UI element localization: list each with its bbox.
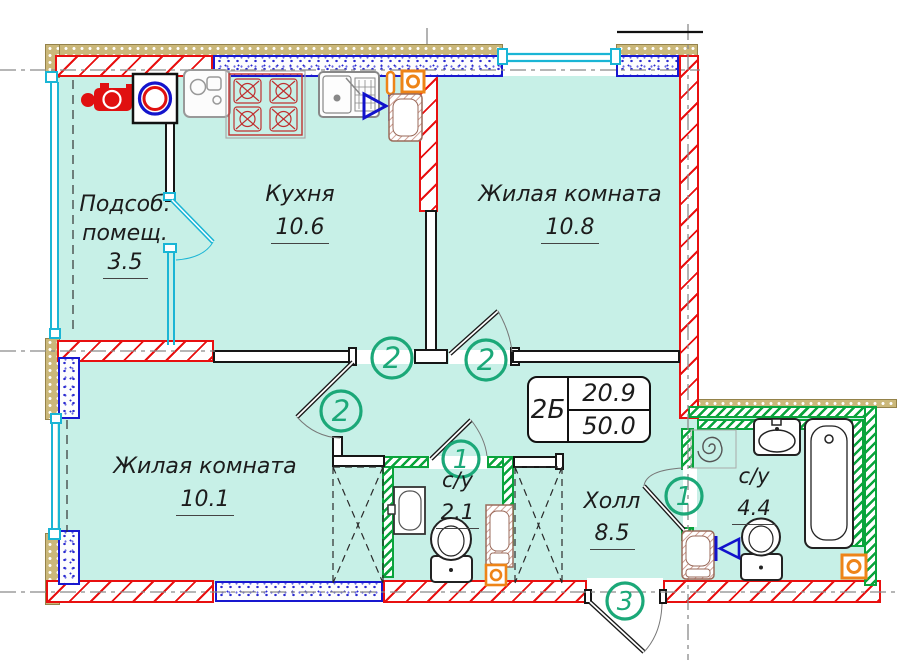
bathtub-icon: [804, 418, 854, 549]
exterior-wall: [616, 44, 698, 58]
wall-blue: [215, 581, 383, 602]
room-name: с/у: [441, 468, 474, 492]
window: [45, 71, 61, 339]
axis-lines: [0, 24, 899, 660]
vent-shaft-icon: [131, 72, 179, 125]
unit-type: 2Б: [530, 394, 566, 425]
door-tag-label: 1: [676, 482, 693, 512]
door-tag-label: 3: [617, 587, 634, 617]
kitchen-sink-icon: [318, 71, 380, 118]
washing-machine-icon: [388, 93, 423, 142]
unit-areas: 20.9 50.0: [567, 378, 649, 441]
wall-red: [679, 55, 699, 419]
door-tag-label: 1: [453, 445, 470, 475]
unit-living-area: 20.9: [569, 378, 649, 411]
wall-green: [382, 456, 429, 468]
room-area: 10.1: [175, 485, 235, 516]
wash-basin-icon: [387, 486, 426, 535]
door-leaf: [295, 360, 355, 439]
door-leaf: [429, 418, 488, 461]
room-name: с/у: [738, 464, 770, 488]
exterior-wall: [45, 338, 60, 420]
wall-green: [688, 406, 877, 418]
door-tag: [319, 336, 704, 621]
tv-outlet-icon: [714, 536, 741, 561]
room-name: Холл: [583, 489, 641, 514]
wall-black: [512, 350, 680, 363]
wall-black: [414, 349, 448, 364]
fridge-icon: [183, 69, 231, 118]
apartment-interior: [57, 57, 680, 584]
room-area: 8.5: [589, 519, 635, 550]
door-leaf: [642, 467, 686, 532]
door-leaf: [448, 309, 513, 356]
room-label-kitchen: Кухня 10.6: [245, 180, 355, 244]
room-label-hall: Холл 8.5: [572, 487, 652, 550]
room-name: помещ.: [82, 221, 168, 246]
wall-blue: [58, 530, 80, 585]
wall-red: [55, 55, 213, 77]
door-tag-label: 2: [383, 341, 401, 375]
window: [497, 48, 621, 65]
room-area: 2.1: [435, 498, 480, 529]
door-leaf-utility: [170, 198, 215, 261]
room-name: Жилая комната: [113, 454, 297, 479]
room-label-wc-small: с/у 2.1: [420, 466, 495, 529]
left-dashed-lines: [66, 80, 74, 532]
unit-total-area: 50.0: [582, 411, 636, 440]
entrance-door-leaf: [588, 600, 663, 654]
window: [48, 413, 62, 540]
vent-grille-icon: [385, 69, 426, 96]
wall-black: [659, 589, 667, 604]
wash-basin-icon: [753, 418, 801, 456]
fan-spiral-icon: [690, 429, 737, 469]
wardrobe-dashed: [332, 466, 563, 584]
room-label-living-a: Жилая комната 10.8: [470, 180, 670, 244]
room-area: 10.6: [270, 213, 330, 244]
wall-black: [332, 455, 385, 467]
wall-green: [864, 406, 877, 586]
room-name: Кухня: [265, 182, 335, 207]
room-name: Подсоб.: [79, 192, 171, 217]
wall-black: [584, 589, 592, 604]
room-area: 3.5: [102, 248, 148, 279]
wall-blue: [58, 357, 80, 419]
room-area: 10.8: [540, 213, 600, 244]
room-label-living-b: Жилая комната 10.1: [105, 452, 305, 516]
unit-info-table: 2Б 20.9 50.0: [527, 376, 651, 443]
cyan-partition: [163, 192, 177, 345]
stove-icon: [225, 70, 306, 139]
wall-green: [851, 419, 864, 547]
room-label-wc-large: с/у 4.4: [718, 462, 790, 525]
room-label-utility: Подсоб. помещ. 3.5: [70, 190, 180, 279]
door-tag-label: 2: [477, 343, 495, 377]
heating-unit-icon: [81, 83, 134, 111]
water-heater-icon: [485, 504, 514, 568]
vent-grille-icon: [840, 553, 868, 580]
vent-grille-icon: [484, 563, 508, 587]
room-name: Жилая комната: [478, 182, 662, 207]
room-area: 4.4: [732, 494, 776, 525]
toilet-icon: [740, 517, 783, 581]
door-tag-label: 2: [332, 394, 350, 428]
washing-machine-icon: [681, 530, 715, 580]
wall-black: [555, 453, 564, 470]
